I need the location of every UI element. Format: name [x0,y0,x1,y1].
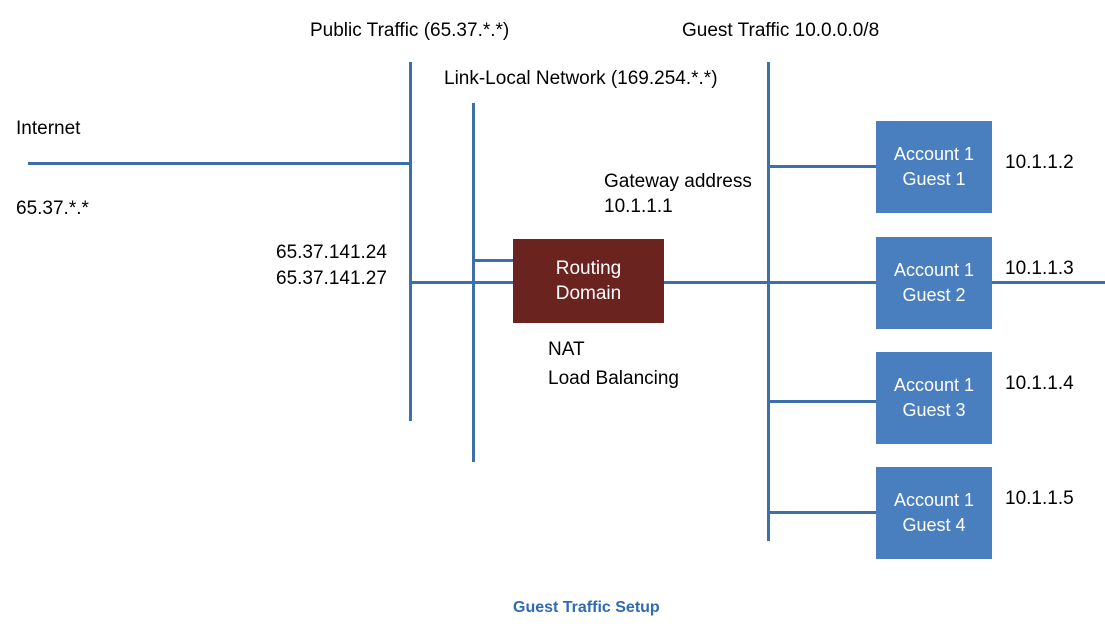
guest-node-4-name: Guest 4 [902,515,966,535]
guest-node-2-ip-label: 10.1.1.3 [1005,258,1074,279]
guest-traffic-label: Guest Traffic 10.0.0.0/8 [682,20,880,41]
guest-node-2-name: Guest 2 [902,285,966,305]
guest-node-2[interactable]: Account 1 Guest 2 [876,237,992,329]
guest-node-2-account: Account 1 [893,260,975,280]
gateway-address-title: Gateway address [604,171,752,192]
internet-connection-line [28,162,412,165]
link-local-network-label: Link-Local Network (169.254.*.*) [444,68,718,89]
guest-node-3-name: Guest 3 [902,400,966,420]
public-traffic-label: Public Traffic (65.37.*.*) [310,20,510,41]
router-function-load-balancing-label: Load Balancing [548,368,679,389]
guest-node-1-ip-label: 10.1.1.2 [1005,152,1074,173]
guest-node-3-ip-label: 10.1.1.4 [1005,373,1074,394]
router-interface-ip-2-label: 65.37.141.27 [276,268,387,289]
guest-node-3[interactable]: Account 1 Guest 3 [876,352,992,444]
routing-domain-label-line1: Routing [555,258,622,279]
internet-label: Internet [16,118,81,139]
guest-branch-line-3 [767,400,879,403]
routing-domain-label-line2: Domain [555,283,622,304]
gateway-address-value: 10.1.1.1 [604,196,673,217]
public-traffic-bus-line [409,62,412,421]
router-uplink-line-public [409,281,516,284]
guest-node-1-name: Guest 1 [902,169,966,189]
internet-range-label: 65.37.*.* [16,198,89,219]
routing-domain-node[interactable]: Routing Domain [513,239,664,323]
guest-node-4-ip-label: 10.1.1.5 [1005,488,1074,509]
guest-branch-line-2 [767,281,879,284]
router-function-nat-label: NAT [548,339,585,360]
guest-node-1-account: Account 1 [893,144,975,164]
diagram-caption: Guest Traffic Setup [513,599,660,616]
guest-node-4-account: Account 1 [893,490,975,510]
guest-branch-line-1 [767,165,879,168]
guest-node-4[interactable]: Account 1 Guest 4 [876,467,992,559]
router-uplink-line-link-local [472,259,516,262]
router-interface-ip-1-label: 65.37.141.24 [276,242,387,263]
guest-branch-line-4 [767,511,879,514]
guest-node-3-account: Account 1 [893,375,975,395]
guest-traffic-bus-line [767,62,770,541]
guest-node-1[interactable]: Account 1 Guest 1 [876,121,992,213]
